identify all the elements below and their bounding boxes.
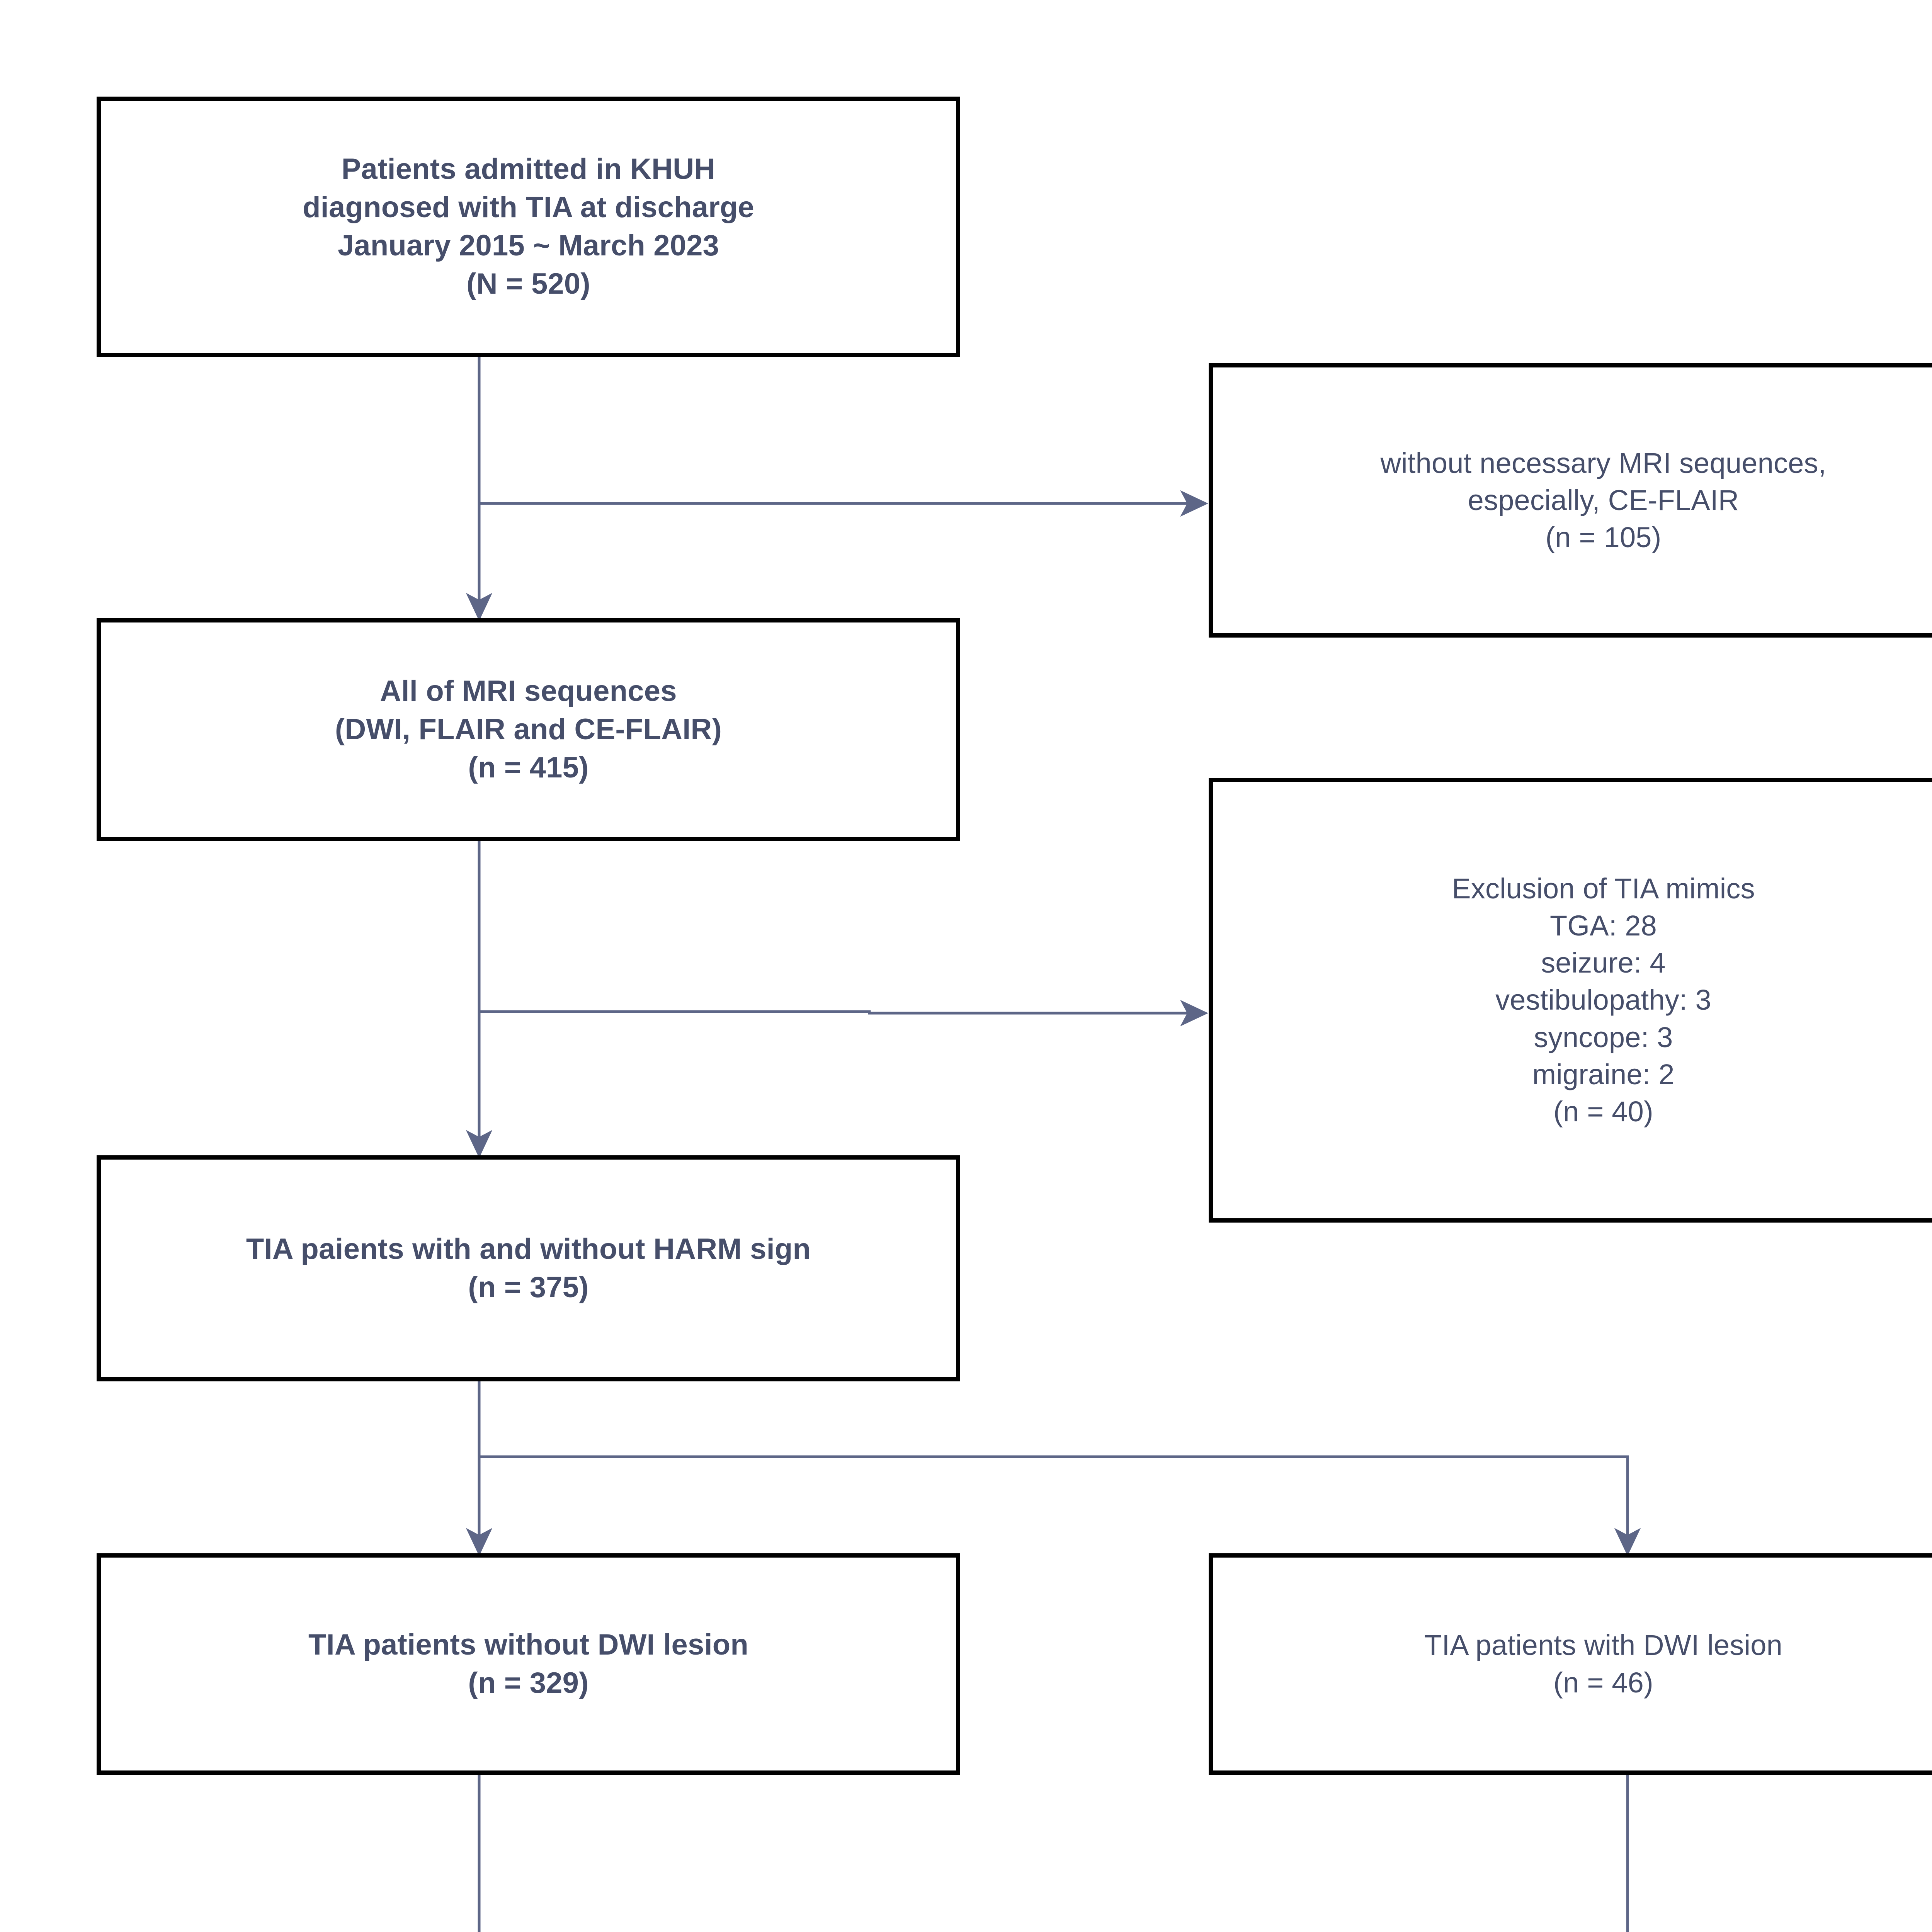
text-line: TIA paients with and without HARM sign [246,1232,811,1265]
text-line: syncope: 3 [1534,1021,1673,1053]
text-line: (n = 375) [468,1270,589,1304]
text-line: All of MRI sequences [380,675,677,708]
node-dwi-positive-cohort: TIA patients with DWI lesion (n = 46) [1209,1553,1932,1775]
text-line: (n = 415) [468,751,589,784]
text-line: January 2015 ~ March 2023 [337,229,719,262]
node-dwi-positive-cohort-text: TIA patients with DWI lesion (n = 46) [1213,1627,1932,1701]
text-line: vestibulopathy: 3 [1495,984,1711,1016]
node-enrolled-patients: Patients admitted in KHUH diagnosed with … [97,97,960,357]
node-all-mri-sequences: All of MRI sequences (DWI, FLAIR and CE-F… [97,618,960,841]
text-line: migraine: 2 [1532,1058,1675,1090]
node-enrolled-patients-text: Patients admitted in KHUH diagnosed with … [101,150,956,303]
node-excluded-no-mri: without necessary MRI sequences, especial… [1209,363,1932,638]
node-harm-cohort-text: TIA paients with and without HARM sign (n… [101,1230,956,1307]
connector-all-sequences-to-excluded-mimics [479,1000,1209,1027]
text-line: (n = 329) [468,1666,589,1699]
text-line: diagnosed with TIA at discharge [303,191,754,224]
node-dwi-negative-cohort-text: TIA patients without DWI lesion (n = 329) [101,1626,956,1702]
text-line: TGA: 28 [1550,910,1657,942]
text-line: TIA patients with DWI lesion [1424,1629,1782,1662]
text-line: Patients admitted in KHUH [341,153,716,186]
connector-harm-cohort-to-dwi-positive [479,1455,1641,1556]
node-excluded-no-mri-text: without necessary MRI sequences, especial… [1213,445,1932,556]
node-dwi-negative-cohort: TIA patients without DWI lesion (n = 329) [97,1553,960,1775]
node-harm-cohort: TIA paients with and without HARM sign (n… [97,1155,960,1381]
text-line: (n = 46) [1553,1666,1653,1699]
text-line: Exclusion of TIA mimics [1452,872,1755,905]
text-line: seizure: 4 [1541,947,1666,979]
node-all-mri-sequences-text: All of MRI sequences (DWI, FLAIR and CE-F… [101,672,956,787]
text-line: (n = 105) [1545,521,1662,554]
text-line: especially, CE-FLAIR [1468,484,1739,516]
text-line: (DWI, FLAIR and CE-FLAIR) [335,713,722,746]
text-line: TIA patients without DWI lesion [308,1628,749,1661]
text-line: (n = 40) [1553,1095,1653,1128]
text-line: (N = 520) [466,267,590,300]
text-line: without necessary MRI sequences, [1380,447,1827,479]
